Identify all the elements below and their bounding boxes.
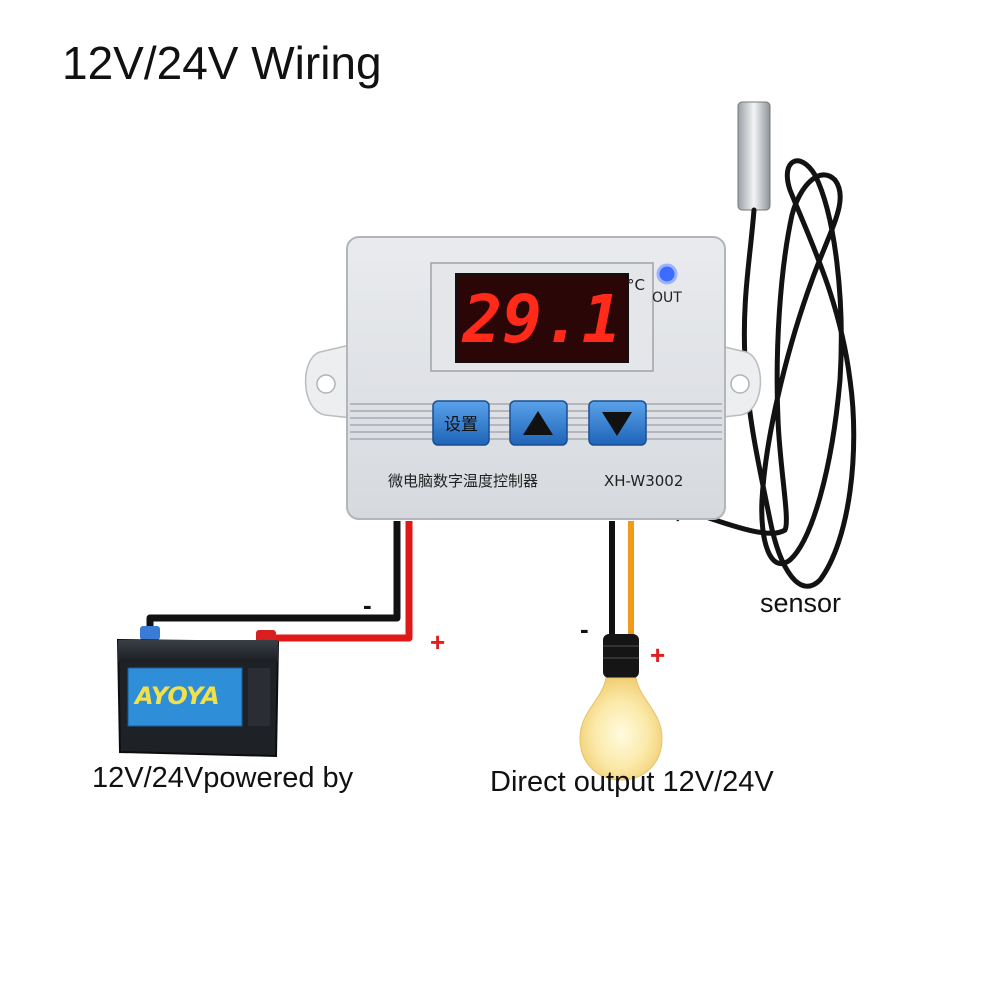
output-caption: Direct output 12V/24V [490,766,774,798]
up-arrow-icon [523,411,553,435]
sensor-caption: sensor [760,588,842,618]
up-button[interactable] [509,400,568,446]
battery-wires [146,521,413,642]
battery-negative-wire [146,521,401,628]
set-button-label: 设置 [444,415,478,435]
down-arrow-icon [602,412,632,436]
controller-chinese-name: 微电脑数字温度控制器 [388,472,538,490]
out-label: OUT [652,290,682,306]
power-source-caption: 12V/24Vpowered by [92,762,354,794]
led-display [455,273,629,363]
output-wires [609,521,634,636]
battery-brand: AYOYA [133,682,220,710]
bulb-socket [603,634,639,678]
thermostat-controller: 29.1 °C OUT 设置 微电脑数字温度控制器 XH-W3002 [304,236,762,520]
sensor-probe [737,101,771,211]
output-plus-sign: + [650,640,666,670]
unit-label: °C [627,276,645,294]
down-button[interactable] [588,400,647,446]
set-button[interactable]: 设置 [432,400,490,446]
diagram-title: 12V/24V Wiring [62,37,382,89]
light-bulb [579,634,663,781]
battery-positive-wire [262,521,413,642]
led-readout: 29.1 [462,281,622,358]
output-minus-sign: - [580,614,589,644]
temperature-sensor [674,101,857,589]
out-indicator-led [656,263,678,285]
battery-terminal-negative [140,626,160,640]
controller-model: XH-W3002 [604,472,683,490]
battery: AYOYA [116,626,280,758]
sensor-cable [697,158,857,589]
bulb-glass [579,677,663,781]
battery-label [127,667,243,727]
battery-plus-sign: + [430,627,446,657]
battery-minus-sign: - [363,590,372,620]
